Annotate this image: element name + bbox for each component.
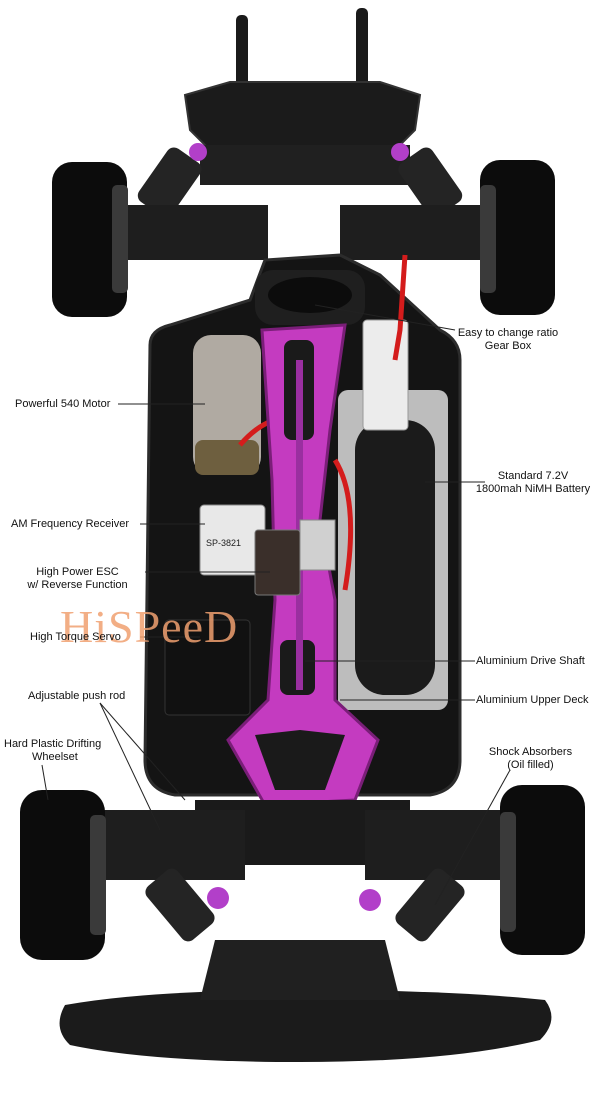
- front-tower-base: [200, 145, 410, 185]
- battery-strap: [355, 420, 435, 695]
- front-shock-right: [398, 147, 463, 218]
- label-esc: High Power ESC w/ Reverse Function: [20, 566, 135, 592]
- front-arm-right: [340, 205, 490, 260]
- callout-gear-box: [314, 304, 456, 331]
- front-rim-right: [480, 185, 496, 293]
- label-battery-line2: 1800mah NiMH Battery: [475, 483, 591, 495]
- rear-tire-right: [500, 785, 585, 955]
- rear-bumper: [59, 990, 552, 1062]
- rear-arm-left: [95, 810, 245, 880]
- front-shock-tower: [183, 81, 422, 151]
- label-gear-box-line1: Easy to change ratio: [457, 327, 559, 339]
- label-servo: High Torque Servo: [30, 631, 121, 643]
- rear-shock-right: [395, 868, 465, 942]
- label-battery-line1: Standard 7.2V: [497, 470, 569, 482]
- label-wheelset-line2: Wheelset: [32, 751, 78, 763]
- label-push-rod: Adjustable push rod: [28, 690, 126, 702]
- label-shock-line1: Shock Absorbers: [488, 746, 573, 758]
- rear-shock-left: [145, 868, 215, 942]
- label-shock-line2: (Oil filled): [507, 759, 554, 771]
- rear-bumper-mount: [200, 940, 400, 1000]
- gear-cover: [268, 277, 352, 313]
- rear-rim-right: [500, 812, 516, 932]
- callout-wheelset: [41, 764, 49, 801]
- front-tire-right: [480, 160, 555, 315]
- label-esc-line1: High Power ESC: [36, 566, 119, 578]
- rear-shock-cap-left: [207, 887, 229, 909]
- motor-can-end: [195, 440, 259, 475]
- label-drive-shaft: Aluminium Drive Shaft: [476, 655, 585, 667]
- front-shock-left: [137, 147, 202, 218]
- deck-cutout: [255, 730, 345, 790]
- front-shock-cap-right: [391, 143, 409, 161]
- rear-tire-left: [20, 790, 105, 960]
- watermark: HiSPeeD: [60, 601, 239, 652]
- label-battery: Standard 7.2V 1800mah NiMH Battery: [468, 470, 598, 496]
- receiver-model: SP-3821: [206, 538, 241, 548]
- label-receiver: AM Frequency Receiver: [11, 518, 129, 530]
- label-motor: Powerful 540 Motor: [15, 398, 111, 410]
- esc: [254, 529, 301, 596]
- label-shock: Shock Absorbers (Oil filled): [478, 746, 583, 772]
- label-wheelset-line1: Hard Plastic Drifting: [4, 738, 102, 750]
- callout-shock: [434, 769, 511, 906]
- esc-heatsink: [299, 519, 336, 571]
- front-arm-left: [118, 205, 268, 260]
- label-esc-line2: w/ Reverse Function: [27, 579, 128, 591]
- rear-arm-right: [365, 810, 515, 880]
- callout-lines: [41, 304, 511, 906]
- front-tire-left: [52, 162, 127, 317]
- wire-red-3: [332, 458, 354, 591]
- wire-red-1: [392, 254, 408, 361]
- label-wheelset: Hard Plastic Drifting Wheelset: [4, 738, 101, 764]
- front-shock-cap-left: [189, 143, 207, 161]
- label-upper-deck: Aluminium Upper Deck: [476, 694, 589, 706]
- label-gear-box: Easy to change ratio Gear Box: [448, 327, 568, 353]
- front-rim-left: [112, 185, 128, 293]
- servo: [164, 619, 251, 716]
- rear-rim-left: [90, 815, 106, 935]
- rear-shock-cap-right: [359, 889, 381, 911]
- callout-push-rod-2: [99, 702, 161, 831]
- label-gear-box-line2: Gear Box: [484, 340, 532, 352]
- callout-push-rod: [99, 702, 186, 801]
